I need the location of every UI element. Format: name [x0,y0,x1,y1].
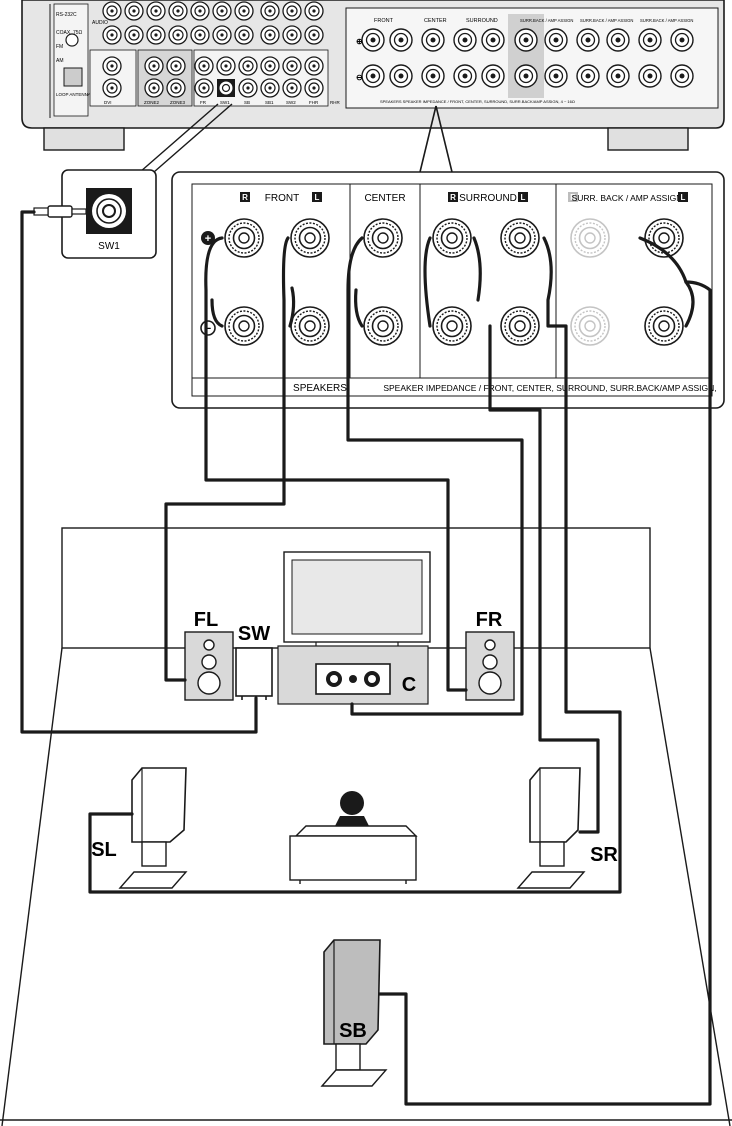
svg-text:+: + [205,233,211,245]
surround-left-cable [88,236,622,894]
svg-text:L: L [681,193,686,202]
preout-section [193,49,329,107]
mini-surrback-header-1: SURR.BACK / AMP ASSIGN [520,18,573,23]
svg-text:R: R [570,193,576,202]
am-terminal-icon [63,67,83,87]
surr-back-header: R SURR. BACK / AMP ASSIGN L [568,192,688,203]
receiver-foot-left [43,127,125,151]
center-speaker-label: C [402,674,416,696]
center-tweeter-icon [349,675,357,683]
sw1-label: SW1 [98,241,120,252]
svg-text:L: L [521,193,526,202]
tv-icon [283,551,431,651]
mini-surrback-header-2: SURR.BACK / AMP ASSIGN [580,18,633,23]
front-right-speaker: FR [465,609,515,701]
svg-text:R: R [450,193,456,202]
svg-text:R: R [242,193,248,202]
fl-tweeter-icon [203,639,215,651]
fl-label: FL [194,609,218,631]
surround-label: SURROUND [459,193,517,204]
rs232c-label: RS-232C [56,12,77,18]
surround-left-speaker: SL [91,767,188,889]
surround-back-speaker: SB [320,939,388,1087]
fhr-preout-label: FHR [309,100,319,105]
svg-text:⊖: ⊖ [356,73,363,82]
mini-center-header: CENTER [424,18,447,24]
mini-surrback-header-3: SURR.BACK / AMP ASSIGN [640,18,693,23]
receiver-foot-right [607,127,689,151]
mini-impedance-text: SPEAKERS SPEAKER IMPEDANCE / FRONT, CENT… [380,99,575,104]
am-label: AM [56,58,64,64]
mini-surround-header: SURROUND [466,18,498,24]
dvi-label: DVI [104,100,112,105]
speaker-cables [20,210,712,1106]
fr-tweeter-icon [484,639,496,651]
receiver-rear-panel: RS-232C COAX. 75Ω FM AM LOOP ANTENNA AUD… [21,0,725,151]
front-left-cable [164,236,290,682]
center-cable [346,236,524,716]
subwoofer: SW [235,623,273,700]
terminal-zoom-callout [419,105,453,173]
surround-right-cable [488,324,600,834]
rca-plug-icon [33,205,87,218]
surround-back-cable [378,280,712,1106]
surround-l-badge [518,192,528,202]
speaker-terminal-panel: R FRONT L CENTER R SURROUND L R SURR. BA… [171,171,725,409]
zone3-label: ZONE3 [170,100,186,105]
sb-label: SB [339,1020,367,1042]
front-header: R FRONT L [240,192,322,204]
surround-header: R SURROUND L [448,192,528,204]
sb-preout-label: SB [244,100,250,105]
sw1-cable [20,210,258,734]
fm-jack-icon [65,33,79,47]
loop-antenna-label: LOOP ANTENNA [56,92,91,97]
center-label: CENTER [364,193,405,204]
sw2-preout-label: SW2 [286,100,296,105]
fl-woofer-icon [197,671,221,695]
audio-label: AUDIO [92,20,108,26]
sw-label: SW [238,623,270,645]
impedance-label: SPEAKER IMPEDANCE / FRONT, CENTER, SURRO… [383,383,716,393]
front-r-badge [240,192,250,202]
surrback-l-badge [678,192,688,202]
fr-label: FR [476,609,503,631]
mini-front-header: FRONT [374,18,394,24]
fr-woofer-icon [478,671,502,695]
sw1-callout-box: SW1 [33,169,157,259]
sr-label: SR [590,844,618,866]
fm-label: FM [56,44,63,50]
front-l-badge [312,192,322,202]
zone-section [137,49,193,107]
front-left-speaker: FL [184,609,234,701]
surrback-r-badge [568,192,578,202]
svg-text:−: − [205,323,211,335]
svg-text:⊕: ⊕ [356,37,363,46]
antenna-section [53,3,89,117]
sw1-callout-leader [139,103,233,173]
surround-right-speaker: SR [516,767,618,889]
surround-r-badge [448,192,458,202]
surr-back-label: SURR. BACK / AMP ASSIGN [572,193,683,203]
plus-icon [201,231,215,245]
sb1-preout-label: SB1 [265,100,274,105]
coax-label: COAX. 75Ω [56,30,83,36]
speakers-label: SPEAKERS [293,383,347,394]
front-label: FRONT [265,193,299,204]
front-right-cable-plus [204,236,468,692]
svg-text:L: L [315,193,320,202]
fr-preout-label: FR [200,100,207,105]
center-speaker: C [277,645,429,705]
zone2-label: ZONE2 [144,100,160,105]
rhr-preout-label: RHR [330,100,340,105]
sw1-preout-label: SW1 [220,100,230,105]
listener-sofa-icon [289,791,418,884]
sl-label: SL [91,839,117,861]
